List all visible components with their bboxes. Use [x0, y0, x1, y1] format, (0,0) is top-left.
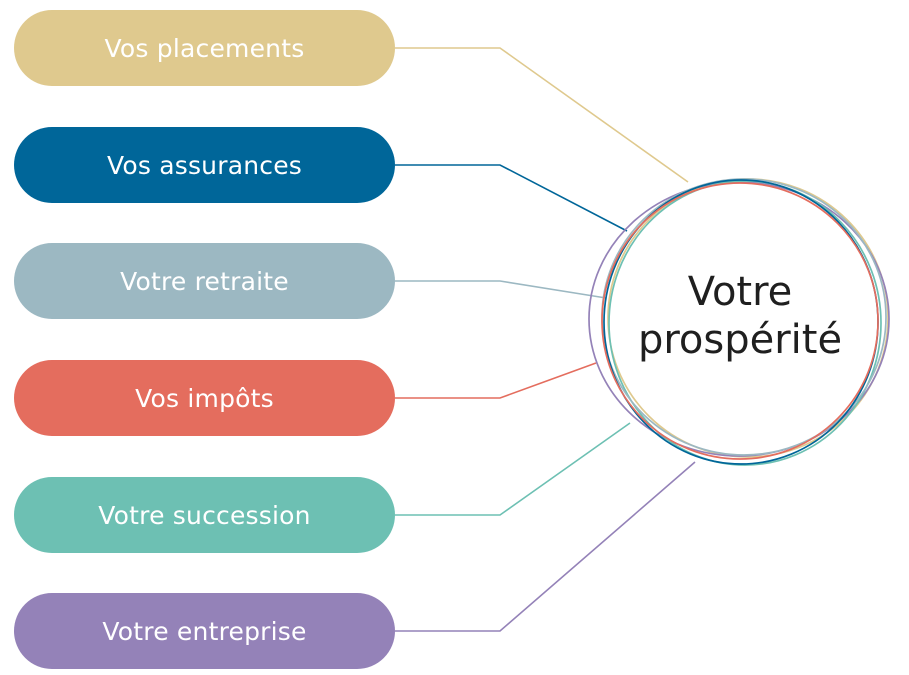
pill-label: Vos placements [104, 33, 305, 63]
connector-line [395, 362, 597, 399]
pill-vos-impots[interactable]: Vos impôts [14, 360, 395, 436]
pill-votre-retraite[interactable]: Votre retraite [14, 243, 395, 319]
center-ring [601, 182, 879, 460]
connector-line [395, 164, 628, 232]
center-ring [608, 180, 882, 466]
connector-line [395, 461, 696, 632]
center-rings [588, 178, 890, 466]
connector-line [395, 280, 607, 299]
center-title-line-1: Votre [687, 269, 793, 315]
pill-label: Votre entreprise [102, 616, 307, 646]
center-title: Votre prospérité [612, 256, 868, 376]
connector-lines [395, 47, 696, 632]
connector-line [395, 422, 631, 516]
center-title-line-2: prospérité [637, 317, 843, 363]
center-ring [588, 181, 890, 457]
pill-vos-placements[interactable]: Vos placements [14, 10, 395, 86]
pill-label: Vos assurances [106, 150, 303, 180]
pill-label: Votre succession [98, 500, 311, 530]
center-circle [610, 187, 876, 453]
pill-label: Votre retraite [120, 266, 289, 296]
pill-label: Vos impôts [135, 383, 274, 413]
pill-votre-succession[interactable]: Votre succession [14, 477, 395, 553]
pill-votre-entreprise[interactable]: Votre entreprise [14, 593, 395, 669]
connector-line [395, 47, 689, 183]
pill-vos-assurances[interactable]: Vos assurances [14, 127, 395, 203]
